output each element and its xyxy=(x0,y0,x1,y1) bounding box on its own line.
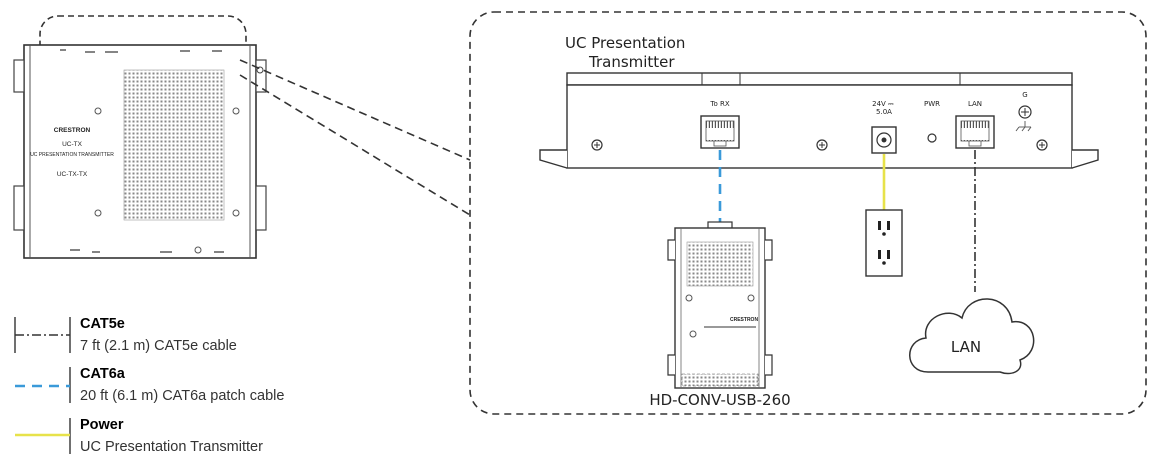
wall-outlet-icon xyxy=(865,209,903,277)
transmitter-top-view: CRESTRON UC-TX UC PRESENTATION TRANSMITT… xyxy=(13,15,267,259)
transmitter-label: UC Presentation Transmitter xyxy=(565,34,690,71)
converter-brand-text: CRESTRON xyxy=(730,317,758,323)
right-mount-flange xyxy=(1071,149,1099,169)
legend-item-cat6a: CAT6a 20 ft (6.1 m) CAT6a patch cable xyxy=(15,366,284,404)
power-input-jack[interactable] xyxy=(871,126,897,154)
zoom-connector-lines xyxy=(239,59,471,216)
power-rating-label: 24V ⎓ 5.0A xyxy=(872,100,896,116)
screw-icon xyxy=(232,107,240,115)
legend-item-cat5e: CAT5e 7 ft (2.1 m) CAT5e cable xyxy=(14,316,237,354)
left-flange xyxy=(13,185,25,231)
device-model-text: UC PRESENTATION TRANSMITTER xyxy=(30,152,114,158)
legend-description: 20 ft (6.1 m) CAT6a patch cable xyxy=(80,388,284,404)
lan-cloud-icon: LAN xyxy=(909,298,1035,375)
device-brand-text: CRESTRON xyxy=(54,127,91,134)
legend-description: UC Presentation Transmitter xyxy=(80,439,263,455)
screw-icon xyxy=(689,330,697,338)
left-mount-flange xyxy=(539,149,568,169)
converter-label: HD-CONV-USB-260 xyxy=(649,391,790,409)
screw-icon xyxy=(232,209,240,217)
ground-screw-icon[interactable] xyxy=(1018,105,1032,119)
device-model-code: UC-TX-TX xyxy=(57,171,88,178)
hd-conv-usb-260-device: CRESTRON xyxy=(667,221,773,389)
legend-item-power: Power UC Presentation Transmitter xyxy=(15,417,263,455)
device-model-text: UC-TX xyxy=(62,141,83,148)
pwr-led-label: PWR xyxy=(924,100,940,108)
legend-name: CAT6a xyxy=(80,366,126,382)
right-flange xyxy=(255,59,267,93)
to-rx-port-label: To RX xyxy=(709,100,729,108)
lan-port-label: LAN xyxy=(968,100,982,108)
ground-label: G xyxy=(1022,91,1027,99)
screw-icon xyxy=(194,246,202,254)
screw-icon xyxy=(94,107,102,115)
to-rx-rj45-port[interactable] xyxy=(700,115,740,149)
legend: CAT5e 7 ft (2.1 m) CAT5e cable CAT6a 20 … xyxy=(14,316,284,455)
screw-icon xyxy=(747,294,755,302)
legend-name: CAT5e xyxy=(80,316,125,332)
right-flange xyxy=(255,185,267,231)
converter-vent-grid xyxy=(686,241,754,287)
pwr-led-icon xyxy=(927,133,937,143)
ground-symbol-icon xyxy=(1015,121,1032,132)
transmitter-rear-panel: To RX 24V ⎓ 5.0A PWR LAN G xyxy=(539,72,1099,169)
left-flange xyxy=(13,59,25,93)
flange-screw-icon xyxy=(256,66,264,74)
screw-icon xyxy=(685,294,693,302)
screw-icon xyxy=(94,209,102,217)
converter-port-strip xyxy=(681,373,759,387)
vent-grid xyxy=(123,69,225,221)
panel-body xyxy=(566,84,1073,169)
lan-rj45-port[interactable] xyxy=(955,115,995,149)
lan-cloud-label: LAN xyxy=(951,338,981,356)
detail-frame xyxy=(469,11,1147,415)
legend-description: 7 ft (2.1 m) CAT5e cable xyxy=(80,338,237,354)
legend-name: Power xyxy=(80,417,124,433)
